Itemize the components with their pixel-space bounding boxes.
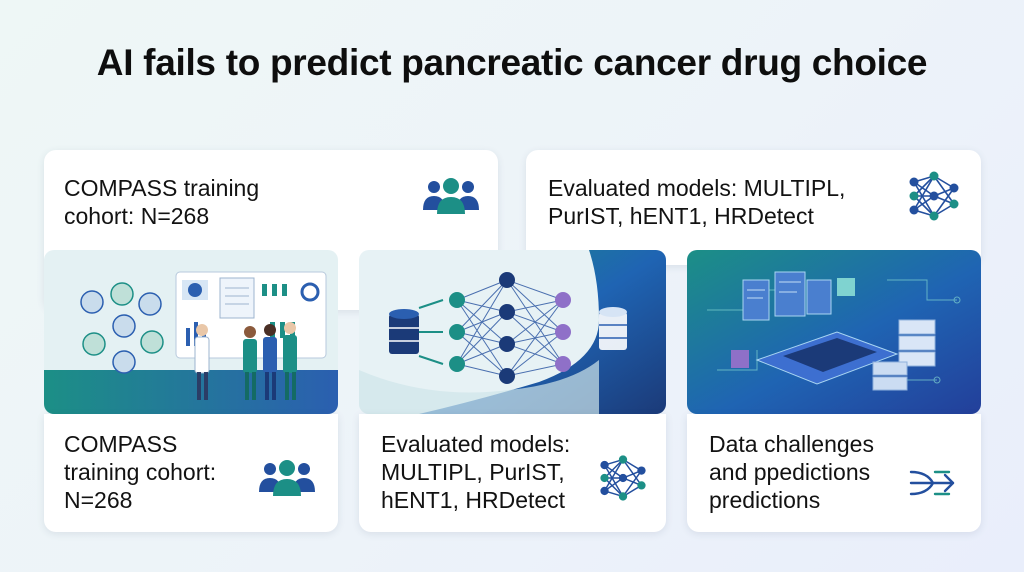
text-line: cohort: N=268 [64,203,210,229]
people-group-icon [423,178,479,214]
neural-network-icon [600,455,646,501]
text-line: hENT1, HRDetect [381,487,566,513]
bottom-card-models: Evaluated models: MULTIPL, PurIST, hENT1… [359,414,666,532]
top-card-models: Evaluated models: MULTIPL, PurIST, hENT1… [526,150,981,265]
bottom-card-data-challenges-text: Data challenges and ppedictions predicti… [709,430,874,514]
bottom-card-cohort-text: COMPASS training cohort: N=268 [64,430,216,514]
server-datacenter-illustration [687,250,981,414]
text-line: Evaluated models: [381,431,571,457]
top-card-cohort-text: COMPASS training cohort: N=268 [64,174,259,230]
text-line: Evaluated models: MULTIPL, [548,175,846,201]
data-neural-network-illustration [359,250,666,414]
text-line: N=268 [64,487,133,513]
text-line: PurIST, hENT1, HRDetect [548,203,814,229]
text-line: COMPASS [64,431,178,457]
bottom-card-data-challenges: Data challenges and ppedictions predicti… [687,414,981,532]
clinicians-dashboard-illustration [44,250,338,414]
top-card-models-text: Evaluated models: MULTIPL, PurIST, hENT1… [548,174,845,230]
data-flow-arrows-icon [909,470,955,496]
text-line: COMPASS training [64,175,260,201]
people-group-icon [259,460,315,496]
page-title: AI fails to predict pancreatic cancer dr… [96,42,928,83]
neural-network-icon [909,171,959,221]
text-line: Data challenges [709,431,874,457]
bottom-card-models-text: Evaluated models: MULTIPL, PurIST, hENT1… [381,430,570,514]
bottom-card-cohort: COMPASS training cohort: N=268 [44,414,338,532]
text-line: MULTIPL, PurIST, [381,459,565,485]
text-line: predictions [709,487,821,513]
text-line: and ppedictions [709,459,871,485]
text-line: training cohort: [64,459,217,485]
